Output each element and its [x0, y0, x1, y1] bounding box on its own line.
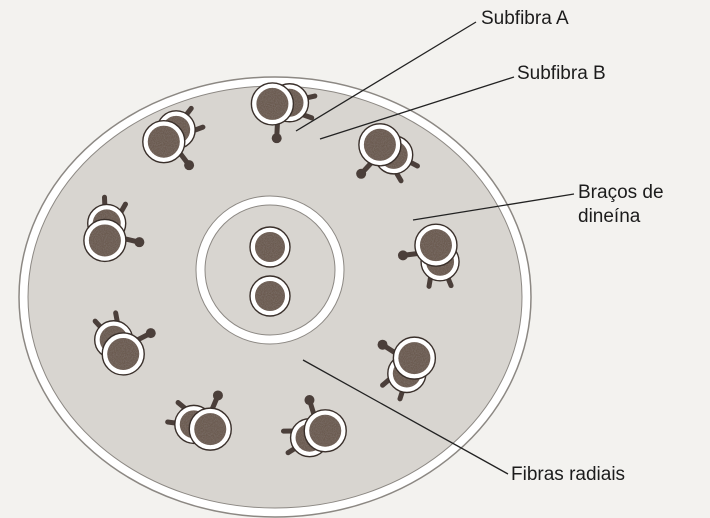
- subfiber-a: [359, 124, 401, 166]
- spoke-head: [378, 340, 388, 350]
- subfiber-a-lumen: [398, 342, 430, 374]
- subfiber-a-lumen: [256, 88, 288, 120]
- subfiber-a-lumen: [364, 129, 396, 161]
- spoke-head: [398, 250, 408, 260]
- subfiber-a-lumen: [309, 415, 341, 447]
- label-radial-fibers: Fibras radiais: [511, 463, 625, 487]
- label-subfiber-b: Subfibra B: [517, 62, 606, 86]
- subfiber-a: [415, 224, 457, 266]
- subfiber-a: [189, 408, 231, 450]
- subfiber-a: [143, 121, 185, 163]
- subfiber-a-lumen: [420, 229, 452, 261]
- label-dynein-arms-line1: Braços de: [578, 181, 664, 205]
- subfiber-a: [304, 410, 346, 452]
- subfiber-a-lumen: [148, 126, 180, 158]
- subfiber-a: [84, 219, 126, 261]
- label-subfiber-a: Subfibra A: [481, 7, 569, 31]
- spoke-head: [146, 328, 156, 338]
- central-singlet-1-lumen: [255, 232, 285, 262]
- spoke-head: [184, 160, 194, 170]
- subfiber-a-lumen: [194, 413, 226, 445]
- label-dynein-arms: Braços de dineína: [578, 181, 664, 229]
- spoke-head: [356, 169, 366, 179]
- central-singlet-1: [250, 227, 290, 267]
- spoke-head: [272, 133, 282, 143]
- central-singlet-2-lumen: [255, 281, 285, 311]
- subfiber-a: [393, 337, 435, 379]
- central-singlet-2: [250, 276, 290, 316]
- spoke-head: [304, 395, 314, 405]
- subfiber-a-lumen: [107, 338, 139, 370]
- subfiber-a: [251, 83, 293, 125]
- spoke-head: [213, 390, 223, 400]
- subfiber-a: [102, 333, 144, 375]
- label-dynein-arms-line2: dineína: [578, 205, 664, 229]
- spoke-head: [134, 237, 144, 247]
- subfiber-a-lumen: [89, 224, 121, 256]
